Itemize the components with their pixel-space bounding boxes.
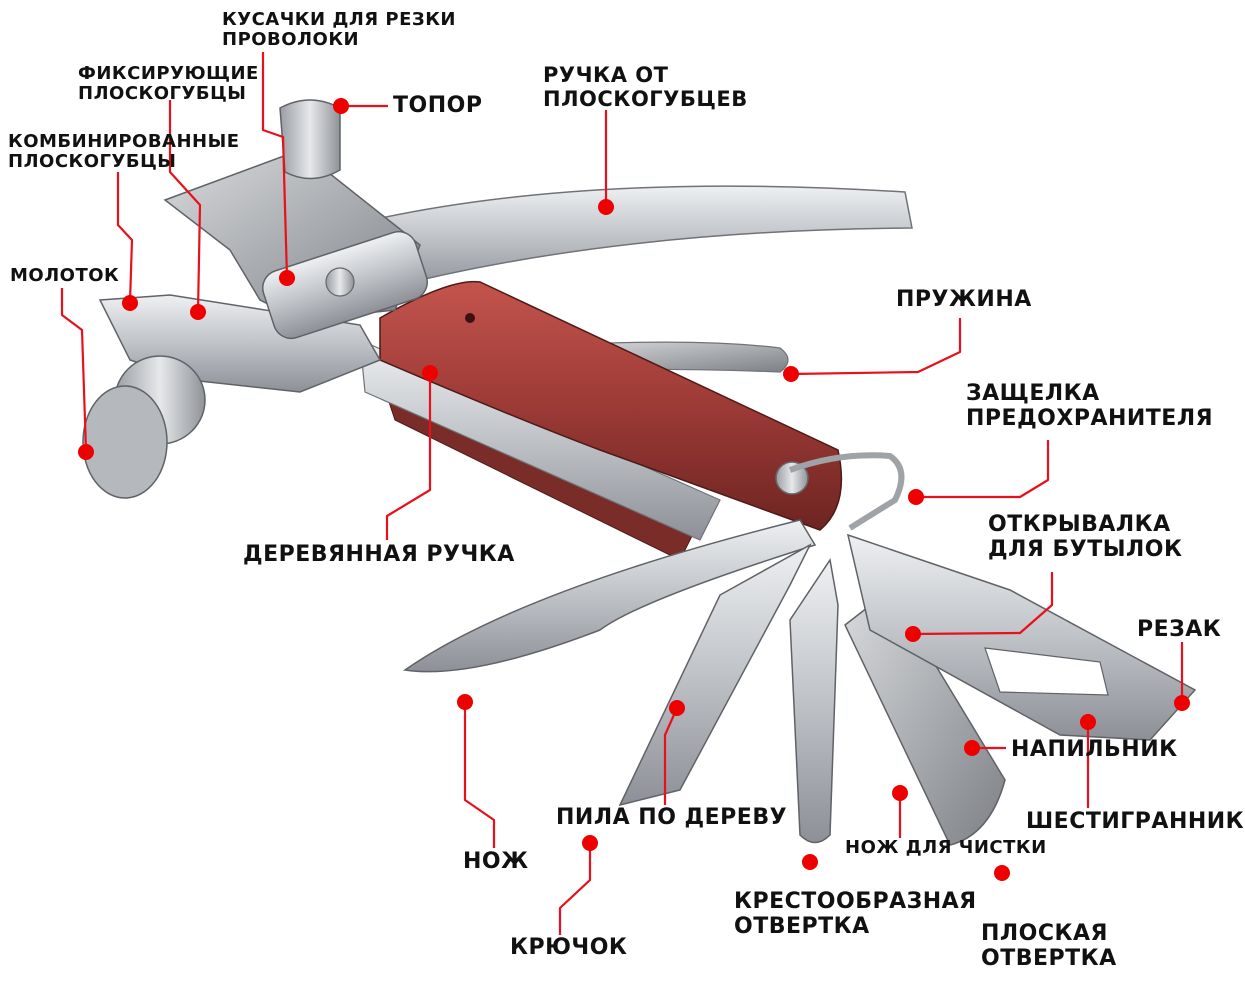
wood-handle-shape bbox=[379, 280, 843, 531]
label-file: НАПИЛЬНИК bbox=[1011, 737, 1178, 762]
leader-knife bbox=[463, 702, 496, 848]
marker-file bbox=[964, 740, 980, 756]
marker-safety-latch bbox=[908, 489, 924, 505]
label-hook: КРЮЧОК bbox=[510, 935, 628, 960]
marker-flat-screwdriver bbox=[994, 865, 1010, 881]
label-wood-saw: ПИЛА ПО ДЕРЕВУ bbox=[556, 805, 788, 830]
wood-handle-rivet bbox=[465, 313, 475, 323]
marker-wooden-handle bbox=[422, 365, 438, 381]
marker-axe bbox=[333, 98, 349, 114]
file-blade-shape bbox=[844, 588, 1006, 846]
label-flat-screwdriver: ПЛОСКАЯ ОТВЕРТКА bbox=[981, 921, 1117, 971]
leader-wood-saw bbox=[663, 707, 679, 805]
marker-cutter bbox=[1174, 695, 1190, 711]
marker-locking-pliers bbox=[190, 304, 206, 320]
label-pliers-handle: РУЧКА ОТ ПЛОСКОГУБЦЕВ bbox=[543, 63, 748, 111]
leader-lines bbox=[60, 52, 1184, 935]
label-spring: ПРУЖИНА bbox=[896, 287, 1032, 312]
marker-peeling-knife bbox=[892, 785, 908, 801]
pliers-handle-shape bbox=[328, 185, 913, 291]
label-bottle-opener: ОТКРЫВАЛКА ДЛЯ БУТЫЛОК bbox=[988, 512, 1183, 562]
label-hammer: МОЛОТОК bbox=[10, 265, 120, 286]
leader-wire-cutters bbox=[261, 52, 289, 279]
leader-bottle-opener bbox=[912, 572, 1054, 636]
axe-shape bbox=[279, 99, 341, 180]
leader-locking-pliers bbox=[168, 100, 202, 313]
leader-spring bbox=[790, 318, 962, 376]
marker-wire-cutters bbox=[279, 270, 295, 286]
label-knife: НОЖ bbox=[463, 849, 529, 874]
phillips-blade-shape bbox=[789, 558, 839, 844]
leader-hammer bbox=[60, 288, 88, 452]
label-locking-pliers: ФИКСИРУЮЩИЕ ПЛОСКОГУБЦЫ bbox=[78, 63, 259, 105]
opener-hole bbox=[984, 647, 1109, 696]
label-wire-cutters: КУСАЧКИ ДЛЯ РЕЗКИ ПРОВОЛОКИ bbox=[222, 9, 456, 51]
label-hex: ШЕСТИГРАННИК bbox=[1026, 809, 1245, 834]
label-cutter: РЕЗАК bbox=[1137, 617, 1222, 642]
handle-rivet bbox=[775, 461, 809, 495]
saw-blade-shape bbox=[618, 543, 812, 807]
marker-spring bbox=[783, 366, 799, 382]
latch-wire bbox=[788, 452, 905, 531]
label-phillips-screwdriver: КРЕСТООБРАЗНАЯ ОТВЕРТКА bbox=[734, 889, 977, 939]
label-combination-pliers: КОМБИНИРОВАННЫЕ ПЛОСКОГУБЦЫ bbox=[8, 131, 240, 173]
leader-hook bbox=[558, 843, 592, 935]
leader-wooden-handle bbox=[385, 373, 432, 540]
label-wooden-handle: ДЕРЕВЯННАЯ РУЧКА bbox=[243, 542, 515, 567]
marker-combination-pliers bbox=[122, 295, 138, 311]
marker-knife bbox=[457, 694, 473, 710]
knife-blade-shape bbox=[403, 519, 817, 673]
cutter-blade-shape bbox=[846, 533, 1197, 741]
marker-hammer bbox=[78, 444, 94, 460]
leader-safety-latch bbox=[916, 440, 1050, 499]
marker-wood-saw bbox=[669, 700, 685, 716]
hammer-face bbox=[82, 385, 168, 499]
markers bbox=[78, 98, 1190, 881]
marker-phillips bbox=[802, 854, 818, 870]
marker-bottle-opener bbox=[905, 626, 921, 642]
marker-pliers-handle bbox=[598, 199, 614, 215]
label-peeling-knife: НОЖ ДЛЯ ЧИСТКИ bbox=[845, 837, 1047, 858]
leader-combination-pliers bbox=[116, 172, 134, 303]
label-axe: ТОПОР bbox=[393, 93, 483, 118]
plate-rivet bbox=[325, 267, 355, 297]
marker-hook bbox=[582, 835, 598, 851]
label-safety-latch: ЗАЩЕЛКА ПРЕДОХРАНИТЕЛЯ bbox=[966, 381, 1214, 431]
marker-hex bbox=[1080, 714, 1096, 730]
